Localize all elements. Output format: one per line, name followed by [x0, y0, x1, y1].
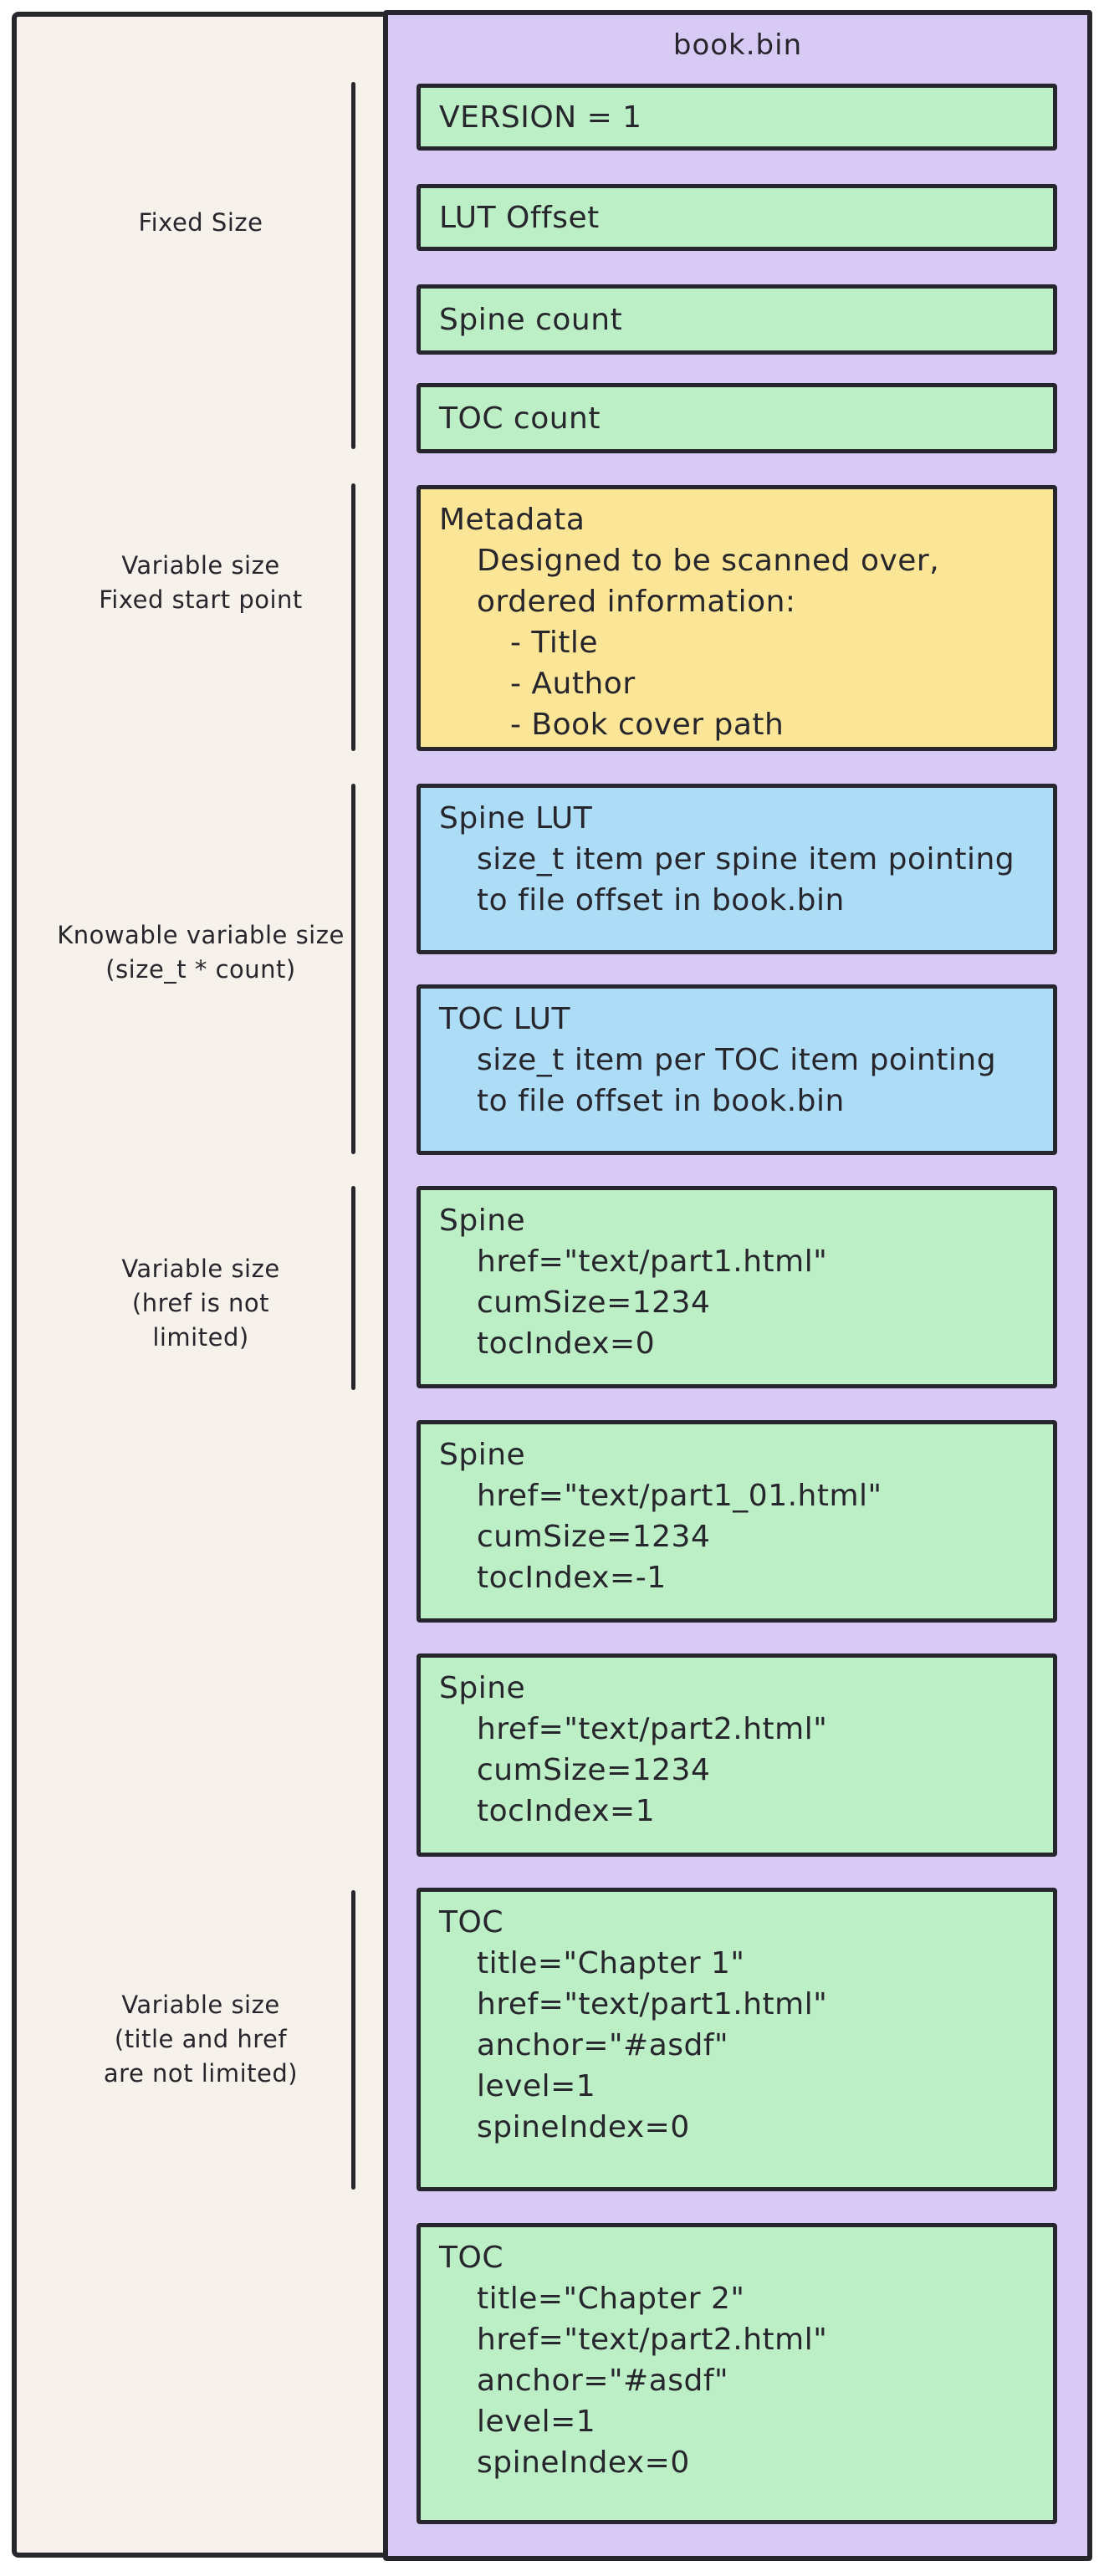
- block-spine-lut: Spine LUT size_t item per spine item poin…: [417, 784, 1057, 954]
- block-text-line: Designed to be scanned over,: [477, 544, 940, 578]
- block-text-line: VERSION = 1: [439, 100, 642, 135]
- block-text-line: level=1: [477, 2069, 596, 2103]
- side-label-text: Fixed start point: [99, 585, 303, 614]
- side-label-text: Variable size: [121, 1991, 280, 2019]
- bracket-line-variable-size-title-href: [351, 1890, 355, 2190]
- block-text-line: Spine: [439, 1438, 526, 1472]
- block-text-line: TOC count: [439, 401, 601, 436]
- block-spine-3: Spine href="text/part2.html" cumSize=1234 t…: [417, 1653, 1057, 1857]
- block-text-line: title="Chapter 2": [477, 2282, 745, 2316]
- side-label-text: (href is not: [131, 1289, 270, 1317]
- block-text-line: Spine count: [439, 302, 623, 337]
- block-text-line: tocIndex=0: [477, 1326, 656, 1361]
- block-text-line: anchor="#asdf": [477, 2364, 729, 2398]
- block-text-line: size_t item per spine item pointing: [477, 842, 1015, 877]
- side-label-variable-size-title-href: Variable size (title and href are not limi…: [46, 1988, 355, 2091]
- block-version: VERSION = 1: [417, 84, 1057, 151]
- side-label-knowable-variable-size: Knowable variable size (size_t * count): [46, 918, 355, 987]
- block-spine-count: Spine count: [417, 284, 1057, 355]
- side-label-text: are not limited): [103, 2059, 299, 2088]
- block-text-line: - Book cover path: [510, 708, 785, 742]
- side-label-text: Variable size: [121, 1255, 280, 1283]
- block-text-line: LUT Offset: [439, 200, 600, 235]
- block-text-line: href="text/part2.html": [477, 1712, 828, 1746]
- block-text-line: cumSize=1234: [477, 1520, 711, 1554]
- block-text-line: href="text/part1.html": [477, 1987, 828, 2021]
- block-text-line: Metadata: [439, 503, 585, 537]
- block-toc-2: TOC title="Chapter 2" href="text/part2.htm…: [417, 2223, 1057, 2524]
- block-text-line: Spine: [439, 1204, 526, 1238]
- block-text-line: anchor="#asdf": [477, 2028, 729, 2062]
- block-text-line: to file offset in book.bin: [477, 1084, 845, 1118]
- block-text-line: cumSize=1234: [477, 1285, 711, 1320]
- block-text-line: tocIndex=-1: [477, 1561, 667, 1595]
- side-label-variable-size-href: Variable size (href is not limited): [46, 1252, 355, 1355]
- block-text-line: to file offset in book.bin: [477, 883, 845, 917]
- block-text-line: cumSize=1234: [477, 1753, 711, 1787]
- block-text-line: tocIndex=1: [477, 1794, 656, 1828]
- block-text-line: TOC: [439, 1905, 503, 1940]
- block-spine-1: Spine href="text/part1.html" cumSize=1234 t…: [417, 1186, 1057, 1388]
- block-text-line: - Author: [510, 667, 636, 701]
- block-text-line: title="Chapter 1": [477, 1946, 745, 1981]
- block-lut-offset: LUT Offset: [417, 184, 1057, 251]
- block-text-line: href="text/part2.html": [477, 2323, 828, 2357]
- bracket-line-fixed-size: [351, 82, 355, 449]
- block-text-line: href="text/part1.html": [477, 1245, 828, 1279]
- side-label-fixed-size: Fixed Size: [46, 206, 355, 240]
- side-label-text: Variable size: [121, 551, 280, 580]
- size-annotation-panel: [12, 12, 388, 2558]
- block-text-line: size_t item per TOC item pointing: [477, 1043, 997, 1077]
- block-text-line: href="text/part1_01.html": [477, 1479, 882, 1513]
- block-text-line: Spine LUT: [439, 801, 593, 836]
- side-label-text: Knowable variable size: [57, 921, 345, 949]
- side-label-text: (size_t * count): [105, 955, 296, 984]
- block-text-line: spineIndex=0: [477, 2110, 690, 2144]
- block-toc-lut: TOC LUT size_t item per TOC item pointing…: [417, 984, 1057, 1155]
- block-text-line: TOC LUT: [439, 1002, 571, 1036]
- side-label-text: limited): [152, 1323, 249, 1352]
- file-title: book.bin: [672, 28, 803, 62]
- bracket-line-variable-size-href: [351, 1186, 355, 1390]
- block-toc-1: TOC title="Chapter 1" href="text/part1.htm…: [417, 1888, 1057, 2191]
- block-spine-2: Spine href="text/part1_01.html" cumSize=12…: [417, 1420, 1057, 1623]
- block-text-line: spineIndex=0: [477, 2446, 690, 2480]
- block-text-line: level=1: [477, 2405, 596, 2439]
- block-text-line: TOC: [439, 2241, 503, 2275]
- block-toc-count: TOC count: [417, 383, 1057, 453]
- block-text-line: ordered information:: [477, 585, 796, 619]
- side-label-text: Fixed Size: [138, 208, 263, 237]
- bracket-line-variable-size-fixed-start: [351, 483, 355, 751]
- bracket-line-knowable-variable-size: [351, 784, 355, 1154]
- block-text-line: - Title: [510, 626, 599, 660]
- side-label-text: (title and href: [114, 2025, 288, 2053]
- block-text-line: Spine: [439, 1671, 526, 1705]
